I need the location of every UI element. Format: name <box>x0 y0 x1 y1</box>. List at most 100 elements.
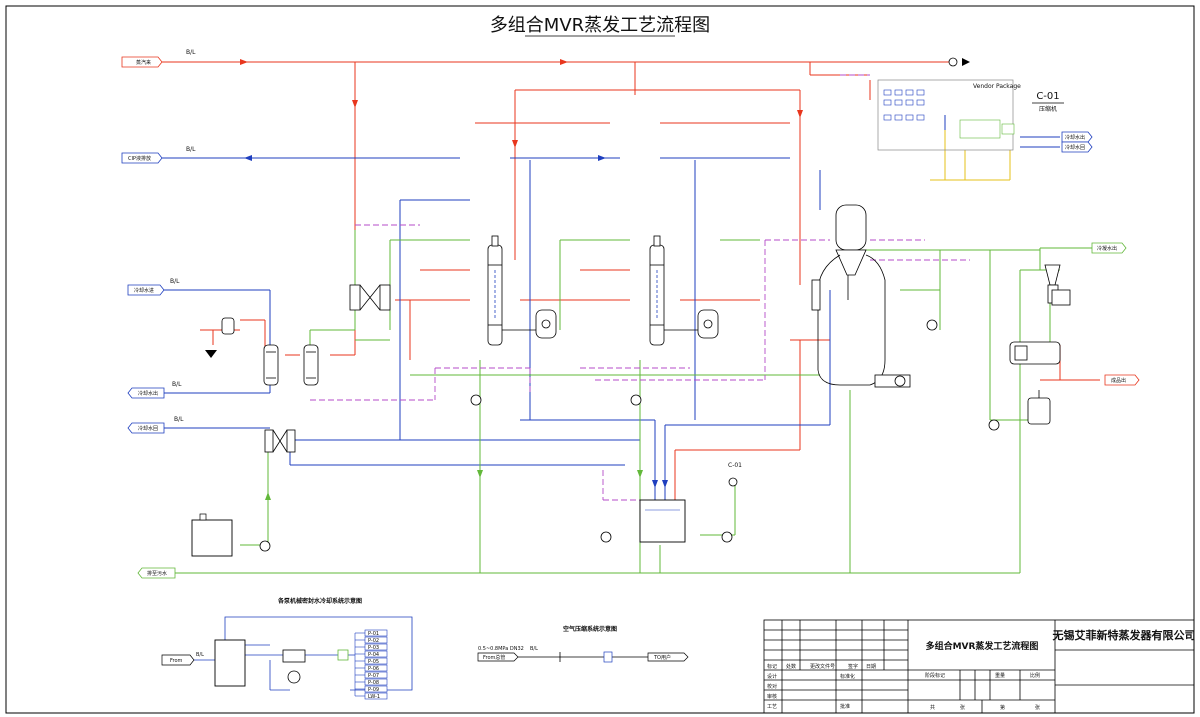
inlet-tags: 蒸汽来 B/L CIP液排放 B/L 冷却水进 B/L 冷却水出 B/L 冷却水… <box>121 49 1140 579</box>
pump-seal-tank <box>214 639 246 687</box>
tb-mark: 标记 <box>767 663 777 670</box>
drain-label: 排至污水 <box>147 570 167 577</box>
pump-5-icon <box>259 540 271 552</box>
cooling-out-tag <box>127 387 165 399</box>
tb-check: 校对 <box>767 683 777 690</box>
steam-inlet-label: 蒸汽来 <box>136 59 151 66</box>
product-out-tag <box>1104 374 1140 386</box>
pump-list-box <box>364 685 388 693</box>
compressor-name: 压缩机 <box>1039 105 1057 113</box>
pump-2-icon <box>630 394 642 406</box>
cooling-in-tag <box>127 284 165 296</box>
drawing-border <box>5 5 1195 714</box>
pump-7-icon <box>988 419 1000 431</box>
title-block <box>763 619 1195 714</box>
cool-in-label: 冷却水回 <box>1065 144 1085 151</box>
pump-list-tag: LW-1 <box>368 694 380 700</box>
tb-standard: 标准化 <box>840 673 855 680</box>
air-to-label: TO用户 <box>653 654 671 661</box>
air-to-tag <box>647 652 689 662</box>
cooling-return-bl: B/L <box>174 416 184 423</box>
pump-list-tag: P-01 <box>368 631 379 637</box>
pump-list-tag: P-08 <box>368 680 379 686</box>
cooling-return-label: 冷却水回 <box>138 425 158 432</box>
top-valve-icon <box>962 58 970 66</box>
pump-list-box <box>364 643 388 651</box>
cooling-in-label: 冷却水进 <box>134 287 154 294</box>
pump-list-box <box>364 650 388 658</box>
separator-1 <box>502 309 557 339</box>
title-block-company: 无锡艾菲新特蒸发器有限公司 <box>1052 628 1196 642</box>
air-from-label: From总管 <box>483 654 505 661</box>
separator-2 <box>664 309 719 339</box>
cip-tank-top <box>199 513 207 521</box>
tb-stage-mark: 阶段标记 <box>925 672 945 679</box>
cooling-arrows <box>244 155 668 488</box>
tb-page: 第 <box>1000 704 1005 711</box>
plate-exchanger-2 <box>264 429 296 453</box>
cool-out-tag <box>1061 131 1093 143</box>
evaporator-effect-1 <box>487 235 503 346</box>
tb-review: 审核 <box>767 693 777 700</box>
pump-seal-pump-icon <box>287 670 301 684</box>
steam-inlet-tag <box>121 56 163 68</box>
condensate-out-label: 冷凝水出 <box>1097 245 1117 252</box>
crystallizer <box>1027 390 1051 425</box>
air-sys-title: 空气压缩系统示意图 <box>563 625 617 633</box>
pump-3-icon <box>600 531 612 543</box>
tb-scale: 比例 <box>1030 672 1040 679</box>
cooling-out-bl: B/L <box>172 381 182 388</box>
steam-lines <box>160 61 1100 500</box>
pumps <box>259 319 1000 552</box>
drain-tag <box>137 567 176 579</box>
air-bl: B/L <box>530 646 538 652</box>
steam-arrows <box>240 59 803 148</box>
cip-inlet-label: CIP液排放 <box>128 155 151 162</box>
pump-1-icon <box>470 394 482 406</box>
vendor-instruments <box>883 89 1015 139</box>
cool-out-label: 冷却水出 <box>1065 134 1085 141</box>
vendor-lines <box>930 130 1011 181</box>
c01-small-label: C-01 <box>728 462 742 469</box>
condensate-lines <box>140 230 1120 574</box>
pump-list-box <box>364 671 388 679</box>
preheater-2 <box>303 344 319 386</box>
title-block-drawing-name: 多组合MVR蒸发工艺流程图 <box>926 640 1039 652</box>
small-pump-icon <box>205 350 217 358</box>
cooling-out-label: 冷却水出 <box>138 390 158 397</box>
vapor-lines <box>310 74 970 501</box>
pump-seal-from-tag <box>161 654 195 666</box>
pump-list-tag: P-05 <box>368 659 379 665</box>
pump-list-tag: P-03 <box>368 645 379 651</box>
plate-exchanger-1 <box>349 284 391 311</box>
mvr-separator <box>811 204 911 388</box>
pump-seal-filter <box>337 649 349 661</box>
tb-change-doc: 更改文件号 <box>810 663 835 670</box>
evaporator-effect-2 <box>649 235 665 346</box>
tb-page-unit: 张 <box>1035 704 1040 711</box>
compressor-tag: C-01 <box>1036 91 1059 102</box>
preheater-1 <box>263 344 279 386</box>
product-out-label: 成品出 <box>1111 377 1126 384</box>
air-from-tag <box>477 652 519 662</box>
pump-list-tag: P-02 <box>368 638 379 644</box>
pump-list-box <box>364 636 388 644</box>
tb-design: 设计 <box>767 673 777 680</box>
air-regulator-icon <box>603 651 613 663</box>
pump-list-box <box>364 664 388 672</box>
pump-list-tag: P-06 <box>368 666 379 672</box>
tb-sheet: 张 <box>960 704 965 711</box>
cip-inlet-tag <box>121 152 163 164</box>
pump-seal-cooler <box>282 649 306 663</box>
cooling-in-bl: B/L <box>170 278 180 285</box>
tb-date: 日期 <box>866 664 876 670</box>
air-spec: 0.5~0.8MPa DN32 <box>478 646 524 652</box>
tb-process: 工艺 <box>767 704 777 710</box>
pump-6-icon <box>926 319 938 331</box>
c01-small-icon <box>728 477 738 487</box>
diagram-title: 多组合MVR蒸发工艺流程图 <box>490 15 710 36</box>
cip-tank <box>191 519 233 557</box>
tb-count: 处数 <box>786 663 796 670</box>
